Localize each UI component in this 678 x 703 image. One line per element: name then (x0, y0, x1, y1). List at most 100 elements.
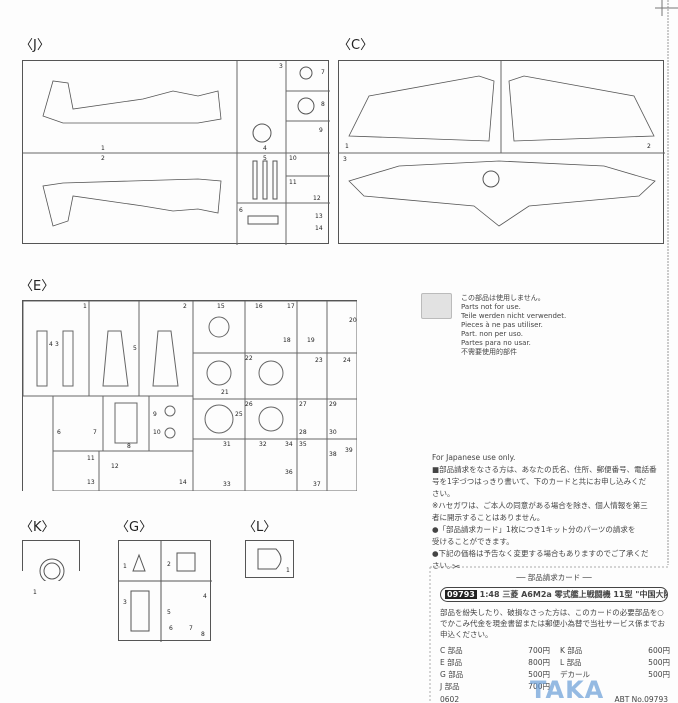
price-row: J 部品 700円 (440, 681, 550, 693)
part-name: K 部品 (560, 646, 583, 655)
notes-line: さい。 (432, 561, 455, 570)
product-name: 1:48 三菱 A6M2a 零式艦上戦闘機 11型 "中国大陸" (479, 590, 668, 599)
notes-heading: For Japanese use only. (432, 453, 516, 462)
part-number: 4 (203, 593, 207, 600)
part-number: 23 (315, 357, 323, 364)
part-number: 8 (321, 101, 325, 108)
japanese-notes: For Japanese use only. ■部品請求をなさる方は、あなたの氏… (432, 452, 668, 572)
part-number: 4 (263, 145, 267, 152)
notes-line: ※ハセガワは、ご本人の同意がある場合を除き、個人情報を第三 (432, 501, 648, 510)
notes-line: 者に開示することはありません。 (432, 513, 545, 522)
part-name: G 部品 (440, 670, 464, 679)
part-number: 16 (255, 303, 263, 310)
part-number: 1 (123, 563, 127, 570)
part-number: 7 (189, 625, 193, 632)
part-number: 2 (167, 561, 171, 568)
part-number: 2 (647, 143, 651, 150)
sprue-e: 1 2 3 4 5 6 7 8 9 10 11 12 13 14 15 16 1… (22, 300, 357, 491)
part-number: 3 (343, 156, 347, 163)
sprue-e-drawing (23, 301, 357, 491)
part-name: J 部品 (440, 682, 460, 691)
part-number: 1 (101, 145, 105, 152)
part-number: 13 (315, 213, 323, 220)
price-row: C 部品 700円 (440, 645, 550, 657)
part-number: 27 (299, 401, 307, 408)
order-card: ── 部品請求カード ── 09793 1:48 三菱 A6M2a 零式艦上戦闘… (440, 572, 670, 703)
part-number: 3 (279, 63, 283, 70)
legend-line: 不需要使用的部件 (461, 348, 517, 356)
part-number: 11 (289, 179, 297, 186)
part-price: 500円 (528, 670, 550, 679)
part-number: 32 (259, 441, 267, 448)
sprue-g-drawing (119, 541, 212, 642)
part-price: 500円 (648, 670, 670, 679)
notes-line: 受けることができます。 (432, 537, 514, 546)
part-number: 20 (349, 317, 357, 324)
part-number: 18 (283, 337, 291, 344)
part-number: 1 (33, 589, 37, 596)
legend-line: Parts not for use. (461, 303, 521, 311)
section-e-label: 〈E〉 (20, 279, 55, 294)
part-number: 9 (319, 127, 323, 134)
sprue-g: 1 2 3 4 5 6 7 8 (118, 540, 212, 642)
part-number: 30 (329, 429, 337, 436)
part-number: 3 (123, 599, 127, 606)
part-number: 13 (87, 479, 95, 486)
part-price: 700円 (528, 682, 550, 691)
part-number: 5 (167, 609, 171, 616)
legend-line: Pieces à ne pas utiliser. (461, 321, 543, 329)
not-used-swatch (421, 293, 452, 319)
sprue-c: 1 2 3 (338, 60, 665, 244)
notes-line: ■部品請求をなさる方は、あなたの氏名、住所、郵便番号、電話番 (432, 465, 657, 474)
notes-line: ●下記の価格は予告なく変更する場合もありますのでご了承くだ (432, 549, 649, 558)
part-number: 35 (299, 441, 307, 448)
svg-text:✂: ✂ (452, 562, 460, 573)
part-name: C 部品 (440, 646, 463, 655)
part-number: 2 (183, 303, 187, 310)
section-l-label: 〈L〉 (243, 520, 277, 535)
part-number: 25 (235, 411, 243, 418)
section-j-label: 〈J〉 (20, 38, 50, 53)
part-number: 8 (127, 443, 131, 450)
part-number: 17 (287, 303, 295, 310)
part-price: 500円 (648, 658, 670, 667)
section-g-label: 〈G〉 (116, 520, 153, 535)
part-name: E 部品 (440, 658, 463, 667)
part-number: 19 (307, 337, 315, 344)
product-banner: 09793 1:48 三菱 A6M2a 零式艦上戦闘機 11型 "中国大陸" (440, 587, 668, 602)
price-row: E 部品 800円 (440, 657, 550, 669)
part-number: 38 (329, 451, 337, 458)
part-number: 7 (321, 69, 325, 76)
part-number: 39 (345, 447, 353, 454)
part-number: 6 (239, 207, 243, 214)
part-number: 10 (289, 155, 297, 162)
product-code: 09793 (445, 590, 477, 599)
print-code: 0602 (440, 695, 460, 703)
wing-parts-drawing (339, 61, 665, 227)
not-used-legend: この部品は使用しません。 Parts not for use. Teile we… (461, 294, 566, 357)
section-k-label: 〈K〉 (20, 520, 55, 535)
part-number: 14 (179, 479, 187, 486)
part-number: 12 (313, 195, 321, 202)
part-number: 4 (49, 341, 53, 348)
legend-line: Teile werden nicht verwendet. (461, 312, 567, 320)
part-number: 11 (87, 455, 95, 462)
sprue-j: 1 2 3 4 5 6 7 8 9 10 11 12 13 14 (22, 60, 330, 245)
part-price: 700円 (528, 646, 550, 655)
part-number: 29 (329, 401, 337, 408)
part-price: 800円 (528, 658, 550, 667)
part-number: 33 (223, 481, 231, 488)
price-row: G 部品 500円 (440, 669, 550, 681)
part-number: 8 (201, 631, 205, 638)
part-number: 24 (343, 357, 351, 364)
sprue-l: 1 (245, 540, 294, 578)
part-number: 22 (245, 355, 253, 362)
article-number: ABT No.09793 (614, 695, 668, 703)
watermark: TAKA Hobby (530, 676, 605, 703)
sprue-k: 1 (22, 540, 80, 596)
